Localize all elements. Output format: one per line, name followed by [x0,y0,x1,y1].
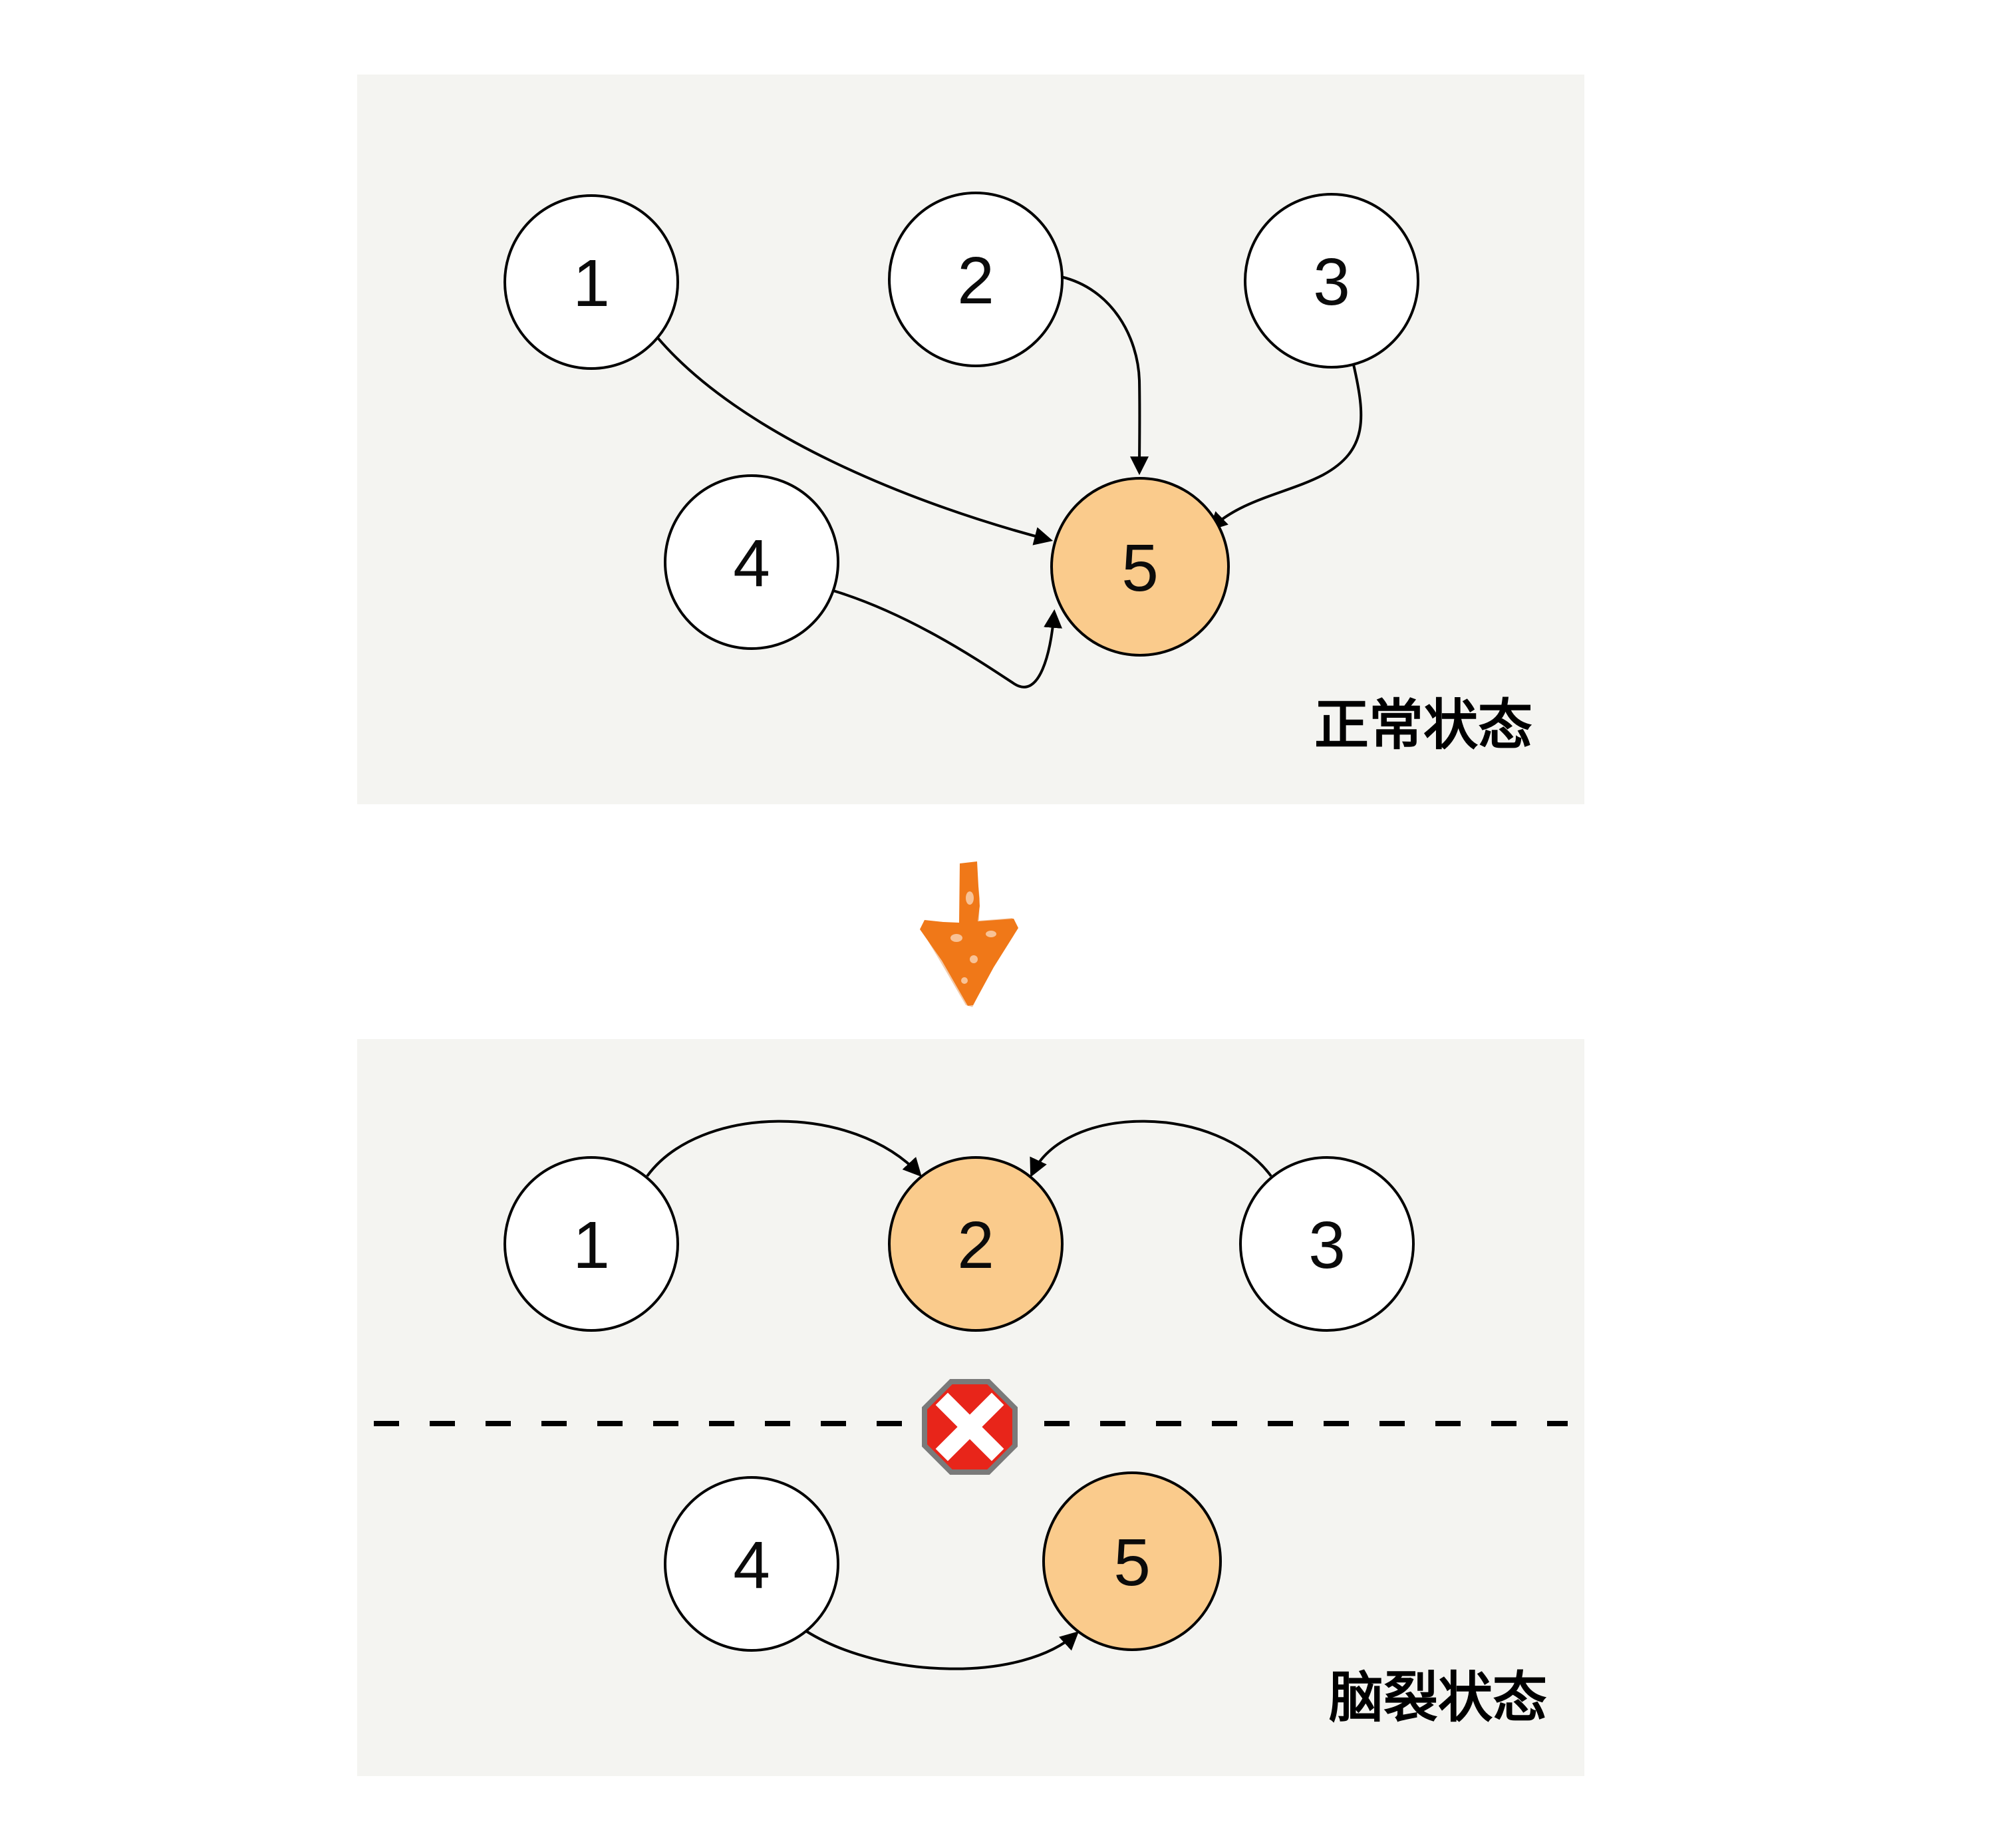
node-3 [1244,193,1419,369]
edge-4-to-5 [805,1630,1080,1670]
split-brain-state-label: 脑裂状态 [1329,1668,1547,1728]
x-icon [935,1392,1004,1461]
split-brain-graph: 1 2 3 4 5 脑裂状态 [374,1120,1568,1728]
node-2-label: 2 [957,243,994,318]
edge-1-to-2 [646,1120,922,1177]
node-1 [504,1156,679,1332]
blocked-x-octagon-icon [922,1379,1018,1475]
node-2-leader [888,1156,1064,1332]
normal-state-label: 正常状态 [1314,695,1532,756]
panel-split-brain-state: 1 2 3 4 5 脑裂状态 [357,1039,1584,1776]
crayon-texture-speck [950,934,962,942]
normal-edges [656,275,1363,688]
node-3-label: 3 [1308,1208,1346,1283]
node-5-label: 5 [1113,1525,1151,1600]
crayon-texture-speck [961,977,968,984]
edge-4-to-5 [833,589,1063,688]
node-1-label: 1 [573,1208,610,1283]
crayon-texture-speck [970,955,978,963]
split-edges [646,1120,1272,1670]
panel-normal-state: 1 2 3 4 5 正常状态 [357,75,1584,804]
crayon-texture-speck [966,891,974,905]
down-arrow-icon [920,861,1018,1007]
split-nodes: 1 2 3 4 5 [504,1156,1415,1652]
node-4-label: 4 [733,1528,770,1603]
node-5-leader [1042,1471,1222,1651]
normal-state-graph: 1 2 3 4 5 正常状态 [504,192,1532,756]
node-1 [504,194,679,370]
edge-1-to-5 [656,337,1054,545]
crayon-texture-speck [986,931,996,937]
edge-3-to-5 [1208,364,1363,531]
node-1-label: 1 [573,246,610,321]
node-3-label: 3 [1313,245,1350,319]
node-3 [1239,1156,1415,1332]
transition-down-arrow-icon [913,859,1026,1012]
normal-nodes: 1 2 3 4 5 [504,192,1419,657]
node-2 [888,192,1064,367]
edge-2-to-5 [1060,275,1149,476]
node-5-label: 5 [1121,531,1159,605]
node-5-leader [1050,477,1230,657]
node-4-label: 4 [733,526,770,601]
down-arrow-shape [920,861,1018,1006]
node-4 [664,474,839,650]
edge-3-to-2 [1030,1120,1272,1177]
node-2-label: 2 [957,1208,994,1283]
node-4 [664,1476,839,1652]
